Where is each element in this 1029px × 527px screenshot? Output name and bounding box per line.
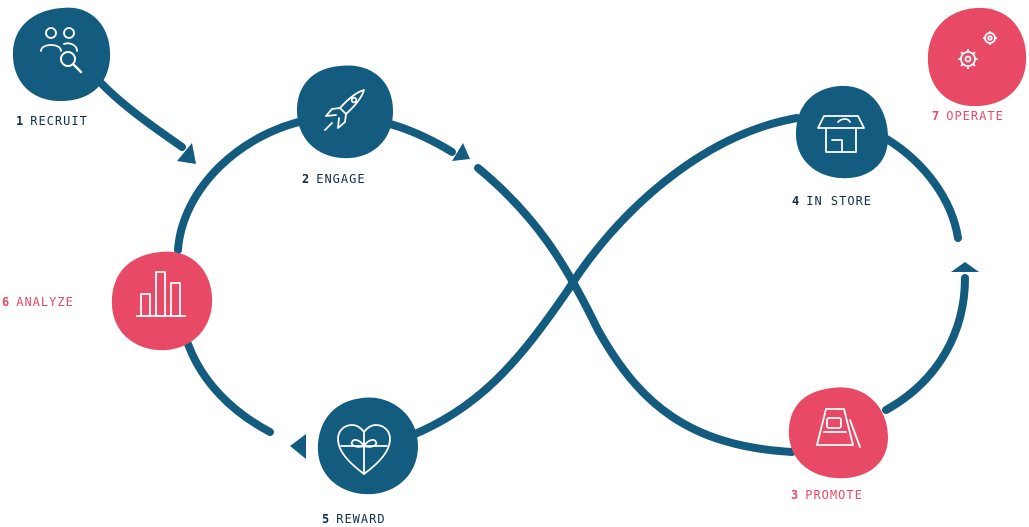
step-label: REWARD [336,512,386,526]
step-label: OPERATE [946,109,1004,123]
arrowhead-recruit [177,143,196,164]
arrowhead-engage [452,143,470,161]
step-number: 6 [2,295,11,309]
path-crossing-to-promote [474,164,796,456]
node-analyze[interactable] [111,251,213,351]
heart-gift-icon [337,424,391,475]
step-number: 4 [792,194,801,208]
path-reward-to-crossing [406,286,572,440]
step-number: 7 [932,109,941,123]
arrowhead-operate [951,262,979,272]
step-number: 3 [791,488,800,502]
node-reward[interactable] [317,397,418,495]
node-operate-blob [927,7,1027,107]
node-in-store[interactable] [795,85,888,179]
gears-icon [958,31,997,69]
node-in-store-blob [795,85,888,179]
label-engage: 2 ENGAGE [302,172,366,186]
storefront-icon [817,115,865,153]
step-label: ENGAGE [316,172,366,186]
label-analyze: 6 ANALYZE [2,295,74,309]
sign-board-icon [816,408,861,448]
step-number: 5 [322,512,331,526]
node-engage[interactable] [296,65,394,159]
path-promote-to-right [882,274,969,414]
label-operate: 7 OPERATE [932,109,1004,123]
cycle-paths [174,114,969,456]
path-left-bottom-to-analyze [184,340,274,436]
step-label: RECRUIT [30,114,88,128]
step-label: ANALYZE [16,295,74,309]
recruit-people-search-icon [40,27,83,74]
recruit-arrow-line [96,78,186,151]
path-store-to-right [881,134,962,242]
arrowheads [177,143,979,459]
arrowhead-reward [290,434,306,459]
label-reward: 5 REWARD [322,512,386,526]
node-operate[interactable] [927,7,1027,107]
node-recruit[interactable] [12,7,111,102]
path-analyze-to-engage [174,114,322,254]
label-recruit: 1 RECRUIT [16,114,88,128]
path-crossing-to-store [564,114,801,294]
step-number: 1 [16,114,25,128]
node-promote[interactable] [788,387,888,479]
bar-chart-icon [136,271,186,317]
step-label: IN STORE [806,194,873,208]
step-number: 2 [302,172,311,186]
path-engage-to-crossing-arrow [386,120,456,156]
step-label: PROMOTE [805,488,863,502]
label-in-store: 4 IN STORE [792,194,872,208]
node-analyze-blob [111,251,213,351]
label-promote: 3 PROMOTE [791,488,863,502]
rocket-icon [324,89,365,131]
